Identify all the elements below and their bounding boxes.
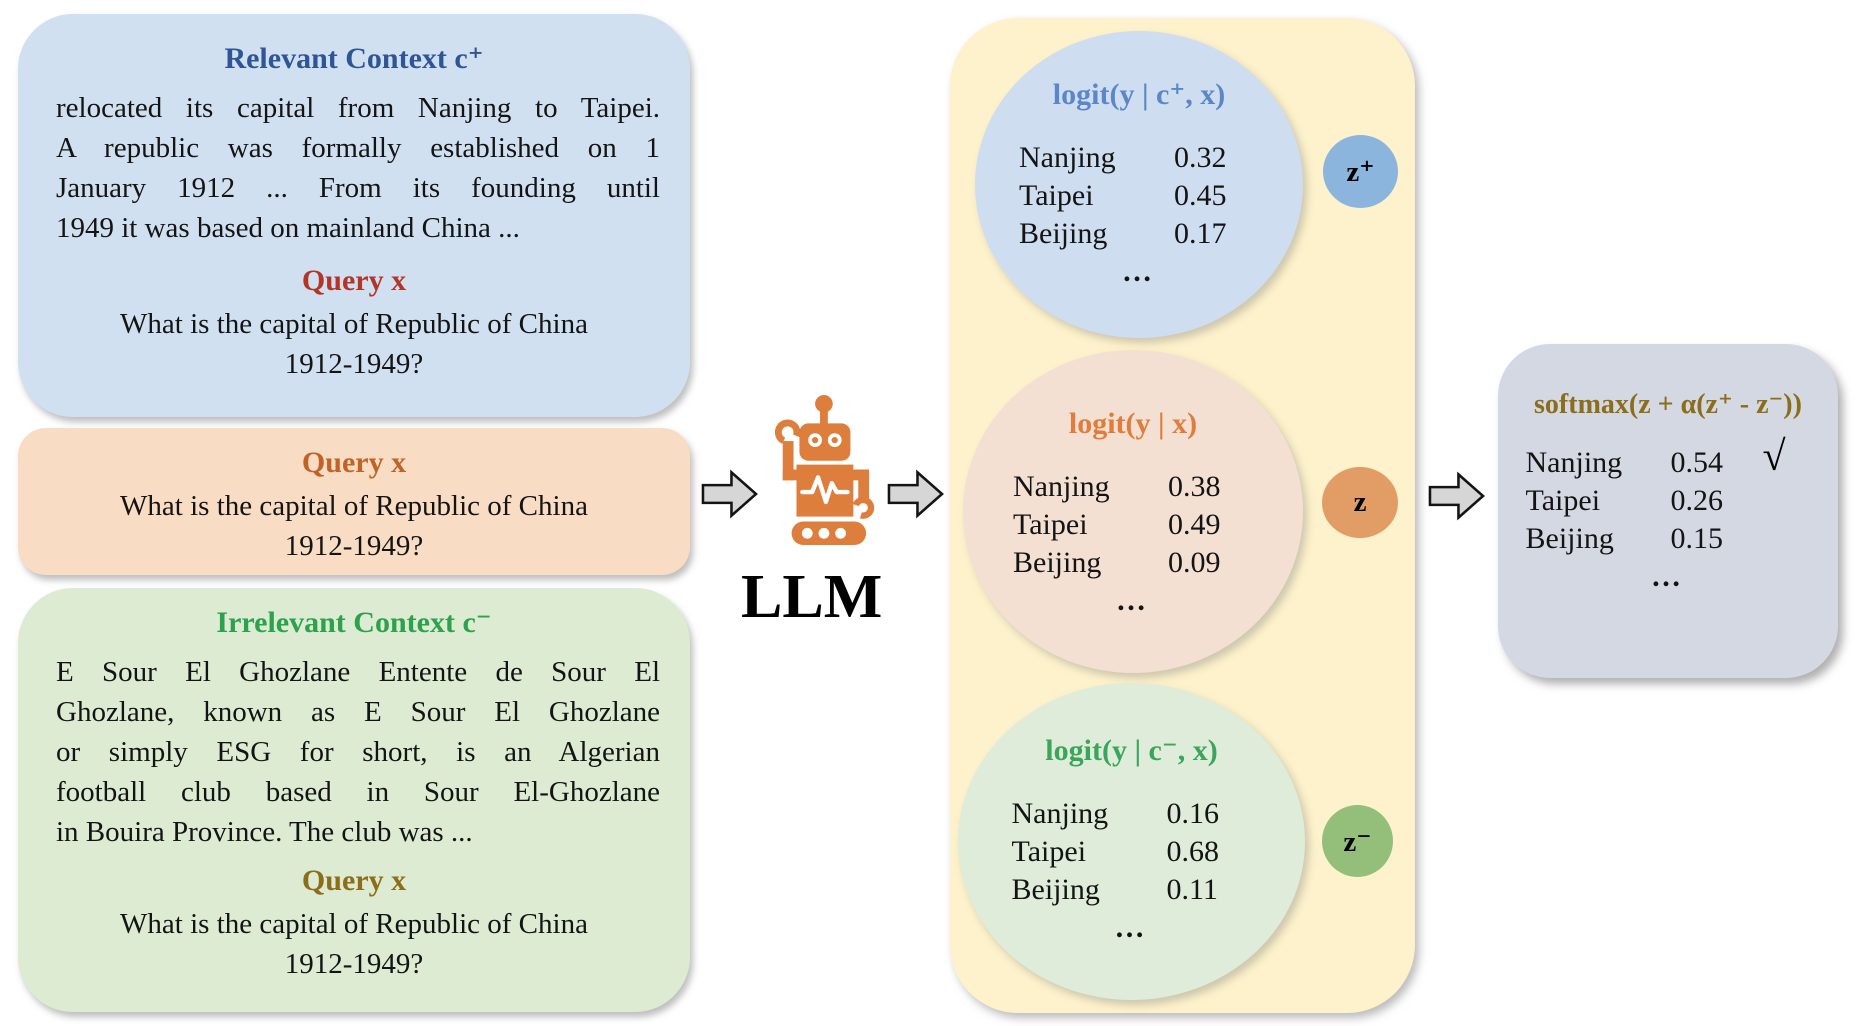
z-query-badge: z [1322, 467, 1398, 538]
token-label: Beijing [1013, 546, 1102, 579]
token-label: Taipei [1019, 179, 1094, 212]
token-label: Beijing [1525, 522, 1614, 555]
body-line: E Sour El Ghozlane Entente de Sour El [56, 656, 660, 688]
softmax-output-box: softmax(z + α(z⁺ - z⁻)) Nanjing 0.54 √ T… [1498, 344, 1838, 678]
irrelevant-query-text: What is the capital of Republic of China… [44, 904, 664, 984]
logit-negative-label: logit(y | c⁻, x) [1045, 734, 1218, 767]
table-row: Taipei 0.26 [1526, 482, 1811, 520]
flow-arrow-input-icon [701, 469, 758, 519]
llm-robot-icon [774, 394, 875, 546]
token-value: 0.49 [1168, 508, 1221, 541]
table-row: Nanjing 0.32 [1019, 139, 1259, 177]
query-only-text: What is the capital of Republic of China… [44, 486, 664, 566]
irrelevant-context-box: Irrelevant Context c⁻ E Sour El Ghozlane… [18, 588, 690, 1012]
query-line: 1912-1949? [284, 348, 424, 380]
table-row: Beijing 0.15 [1526, 520, 1811, 558]
body-line: or simply ESG for short, is an Algerian [56, 736, 660, 768]
relevant-query-text: What is the capital of Republic of China… [44, 304, 664, 384]
table-row: Nanjing 0.54 √ [1525, 434, 1811, 482]
relevant-context-body: relocated its capital from Nanjing to Ta… [56, 88, 660, 248]
ellipsis: … [1651, 560, 1685, 593]
check-icon: √ [1762, 434, 1786, 480]
token-value: 0.11 [1166, 873, 1218, 906]
table-row: Nanjing 0.38 [1013, 468, 1253, 506]
body-line: 1949 it was based on mainland China ... [56, 212, 520, 244]
token-label: Beijing [1011, 873, 1100, 906]
irrelevant-query-label: Query x [301, 864, 407, 897]
body-line: A republic was formally established on 1 [56, 132, 660, 164]
ellipsis: … [1114, 911, 1149, 944]
z-negative-badge: z⁻ [1322, 805, 1393, 877]
logit-positive-label: logit(y | c⁺, x) [1052, 78, 1226, 111]
query-only-box: Query x What is the capital of Republic … [18, 428, 690, 575]
relevant-context-title: Relevant Context c⁺ [224, 42, 484, 75]
body-line: football club based in Sour El-Ghozlane [56, 776, 660, 808]
logit-query-label: logit(y | x) [1068, 407, 1198, 440]
token-label: Nanjing [1013, 470, 1110, 503]
flow-arrow-output-icon [887, 469, 944, 519]
z-positive-badge: z⁺ [1323, 135, 1398, 208]
ellipsis: … [1116, 584, 1150, 617]
check-icon [1763, 518, 1811, 556]
token-value: 0.09 [1168, 546, 1221, 579]
check-icon [1763, 480, 1811, 518]
token-label: Nanjing [1011, 797, 1109, 830]
softmax-table: Nanjing 0.54 √ Taipei 0.26 Beijing 0.15 [1525, 434, 1811, 558]
logit-positive-table: Nanjing 0.32 Taipei 0.45 Beijing 0.17 [1019, 139, 1259, 253]
query-only-label: Query x [301, 446, 407, 479]
token-value: 0.32 [1174, 141, 1227, 174]
table-row: Beijing 0.17 [1019, 215, 1259, 253]
logit-negative-table: Nanjing 0.16 Taipei 0.68 Beijing 0.11 [1012, 795, 1252, 909]
token-label: Nanjing [1019, 141, 1116, 174]
query-line: 1912-1949? [284, 948, 424, 980]
irrelevant-context-title: Irrelevant Context c⁻ [216, 606, 492, 639]
token-label: Nanjing [1525, 446, 1623, 479]
token-value: 0.26 [1670, 484, 1724, 517]
table-row: Taipei 0.45 [1019, 177, 1259, 215]
logit-negative-circle: logit(y | c⁻, x) Nanjing 0.16 Taipei 0.6… [958, 683, 1305, 1000]
body-line: relocated its capital from Nanjing to Ta… [56, 92, 660, 124]
logit-query-table: Nanjing 0.38 Taipei 0.49 Beijing 0.09 [1013, 468, 1253, 582]
table-row: Taipei 0.49 [1013, 506, 1253, 544]
token-label: Taipei [1525, 484, 1601, 517]
body-line: in Bouira Province. The club was ... [56, 816, 473, 848]
body-line: Ghozlane, known as E Sour El Ghozlane [56, 696, 660, 728]
table-row: Beijing 0.09 [1013, 544, 1253, 582]
query-line: What is the capital of Republic of China [120, 308, 588, 340]
table-row: Taipei 0.68 [1012, 833, 1252, 871]
relevant-context-box: Relevant Context c⁺ relocated its capita… [18, 14, 690, 417]
token-label: Beijing [1019, 217, 1108, 250]
table-row: Beijing 0.11 [1012, 871, 1252, 909]
token-value: 0.38 [1168, 470, 1221, 503]
query-line: 1912-1949? [284, 530, 424, 562]
logit-query-circle: logit(y | x) Nanjing 0.38 Taipei 0.49 Be… [963, 350, 1303, 673]
token-label: Taipei [1013, 508, 1088, 541]
query-line: What is the capital of Republic of China [120, 490, 588, 522]
token-value: 0.15 [1670, 522, 1724, 555]
ellipsis: … [1122, 255, 1156, 288]
token-value: 0.45 [1174, 179, 1227, 212]
irrelevant-context-body: E Sour El Ghozlane Entente de Sour El Gh… [56, 652, 660, 852]
token-value: 0.16 [1166, 797, 1220, 830]
token-label: Taipei [1011, 835, 1087, 868]
body-line: January 1912 ... From its founding until [56, 172, 660, 204]
table-row: Nanjing 0.16 [1012, 795, 1252, 833]
token-value: 0.54 [1670, 446, 1724, 479]
llm-label: LLM [741, 563, 883, 631]
token-value: 0.17 [1174, 217, 1227, 250]
logit-positive-circle: logit(y | c⁺, x) Nanjing 0.32 Taipei 0.4… [975, 31, 1303, 338]
relevant-query-label: Query x [301, 264, 407, 297]
softmax-title: softmax(z + α(z⁺ - z⁻)) [1534, 389, 1802, 420]
token-value: 0.68 [1166, 835, 1220, 868]
flow-arrow-final-icon [1428, 471, 1485, 521]
query-line: What is the capital of Republic of China [120, 908, 588, 940]
